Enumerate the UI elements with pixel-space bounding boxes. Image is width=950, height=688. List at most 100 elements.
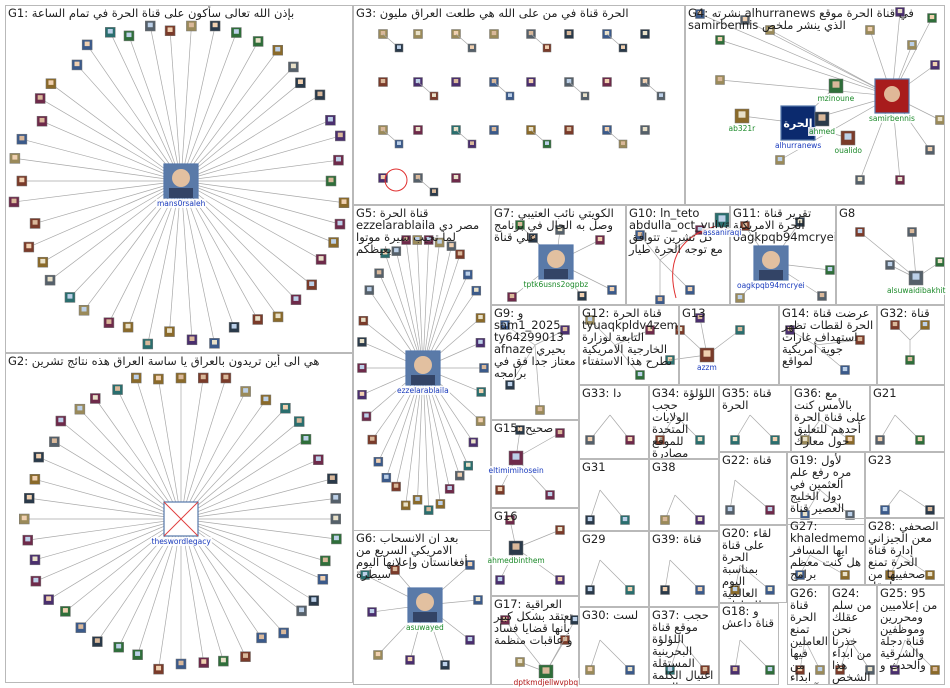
- account-node[interactable]: [405, 655, 415, 665]
- account-node[interactable]: [765, 25, 775, 35]
- account-node[interactable]: [400, 500, 411, 511]
- account-node[interactable]: [334, 218, 346, 230]
- account-node[interactable]: [78, 305, 90, 316]
- account-node[interactable]: [330, 493, 341, 504]
- account-node[interactable]: [33, 451, 44, 463]
- account-node[interactable]: [735, 325, 745, 335]
- account-node[interactable]: [655, 435, 665, 445]
- account-node[interactable]: [37, 256, 49, 268]
- account-node[interactable]: [795, 217, 805, 227]
- account-node[interactable]: [595, 235, 605, 245]
- account-node[interactable]: [278, 627, 289, 639]
- account-node[interactable]: [560, 635, 570, 645]
- account-node[interactable]: [16, 133, 28, 145]
- account-node[interactable]: [440, 660, 450, 670]
- account-node[interactable]: [19, 513, 30, 525]
- account-node[interactable]: [505, 515, 515, 525]
- account-node[interactable]: [330, 513, 341, 525]
- account-node[interactable]: [401, 235, 411, 245]
- account-node[interactable]: [635, 230, 645, 240]
- account-node[interactable]: [451, 77, 461, 87]
- account-node[interactable]: [660, 515, 670, 525]
- account-node[interactable]: [64, 292, 76, 303]
- account-node[interactable]: [314, 89, 326, 101]
- account-node[interactable]: [645, 325, 655, 335]
- account-node[interactable]: [730, 585, 740, 595]
- account-node[interactable]: [153, 663, 164, 675]
- account-node[interactable]: [280, 402, 291, 414]
- account-node[interactable]: [475, 338, 486, 348]
- account-node[interactable]: [295, 77, 306, 89]
- account-node[interactable]: [142, 338, 154, 350]
- account-node[interactable]: [209, 20, 221, 32]
- account-node[interactable]: [585, 435, 595, 445]
- hub-node-ahmed[interactable]: [814, 111, 830, 127]
- account-node[interactable]: [555, 575, 565, 585]
- account-node[interactable]: [715, 75, 725, 85]
- account-node[interactable]: [765, 665, 775, 675]
- account-node[interactable]: [228, 322, 240, 333]
- account-node[interactable]: [112, 384, 123, 395]
- account-node[interactable]: [765, 585, 775, 595]
- account-node[interactable]: [123, 30, 135, 42]
- hub-node-oualido[interactable]: [840, 130, 856, 146]
- account-node[interactable]: [333, 154, 344, 166]
- account-node[interactable]: [198, 657, 210, 668]
- account-node[interactable]: [845, 435, 855, 445]
- account-node[interactable]: [260, 394, 272, 406]
- account-node[interactable]: [740, 15, 750, 25]
- account-node[interactable]: [930, 665, 940, 675]
- account-node[interactable]: [585, 665, 595, 675]
- account-node[interactable]: [495, 485, 505, 495]
- account-node[interactable]: [500, 615, 510, 625]
- account-node[interactable]: [895, 7, 905, 17]
- account-node[interactable]: [290, 294, 302, 305]
- account-node[interactable]: [357, 390, 367, 400]
- account-node[interactable]: [635, 370, 645, 380]
- account-node[interactable]: [618, 43, 628, 53]
- account-node[interactable]: [113, 641, 124, 653]
- account-node[interactable]: [240, 651, 251, 662]
- account-node[interactable]: [288, 61, 299, 73]
- account-node[interactable]: [625, 585, 635, 595]
- account-node[interactable]: [515, 657, 525, 667]
- account-node[interactable]: [175, 658, 187, 670]
- account-node[interactable]: [505, 91, 515, 101]
- account-node[interactable]: [855, 335, 865, 345]
- account-node[interactable]: [890, 665, 900, 675]
- account-node[interactable]: [90, 393, 101, 404]
- account-node[interactable]: [545, 490, 555, 500]
- account-node[interactable]: [542, 43, 552, 53]
- account-node[interactable]: [825, 265, 835, 275]
- account-node[interactable]: [475, 416, 486, 426]
- account-node[interactable]: [378, 173, 388, 183]
- account-node[interactable]: [451, 173, 461, 183]
- account-node[interactable]: [30, 575, 42, 587]
- account-node[interactable]: [925, 570, 935, 580]
- account-node[interactable]: [45, 78, 57, 89]
- account-node[interactable]: [473, 595, 483, 605]
- account-node[interactable]: [327, 473, 338, 484]
- account-node[interactable]: [390, 565, 400, 575]
- account-node[interactable]: [695, 9, 705, 19]
- account-node[interactable]: [855, 175, 865, 185]
- account-node[interactable]: [740, 221, 750, 231]
- account-node[interactable]: [391, 481, 401, 492]
- account-node[interactable]: [29, 474, 41, 485]
- hub-node-tptk6usns2ogpbz[interactable]: [538, 244, 574, 280]
- account-node[interactable]: [122, 321, 134, 333]
- account-node[interactable]: [840, 365, 850, 375]
- account-node[interactable]: [391, 246, 402, 256]
- account-node[interactable]: [555, 525, 565, 535]
- account-node[interactable]: [186, 334, 198, 346]
- account-node[interactable]: [905, 355, 915, 365]
- account-node[interactable]: [695, 435, 705, 445]
- account-node[interactable]: [560, 325, 570, 335]
- account-node[interactable]: [465, 635, 475, 645]
- account-node[interactable]: [735, 293, 745, 303]
- account-node[interactable]: [145, 20, 156, 32]
- account-node[interactable]: [364, 285, 375, 295]
- account-node[interactable]: [325, 175, 337, 187]
- account-node[interactable]: [105, 27, 116, 38]
- account-node[interactable]: [467, 43, 477, 53]
